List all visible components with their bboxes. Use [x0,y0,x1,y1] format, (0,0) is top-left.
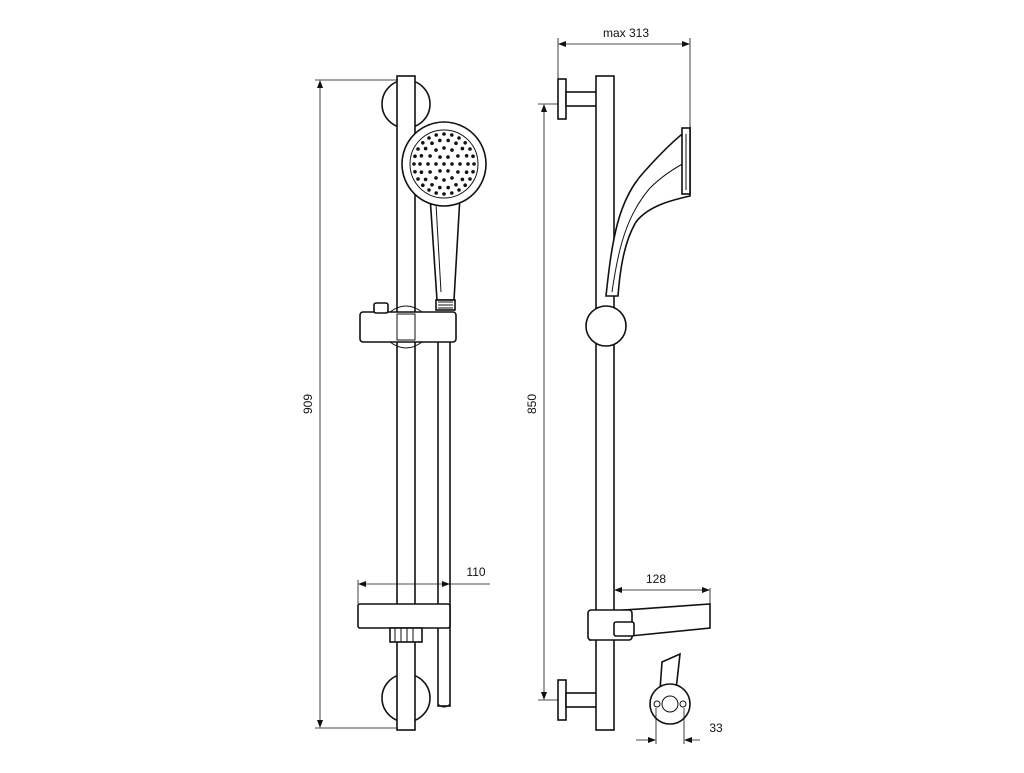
side-shelf [587,603,711,641]
hose [437,337,451,708]
nozzle-dot [413,170,417,174]
nozzle-dot [428,154,432,158]
shelf [357,603,451,643]
nozzle-dot [423,146,428,151]
side-view [557,75,711,731]
nozzle-dot [434,176,438,180]
nozzle-dot [450,148,454,152]
nozzle-dot [464,170,469,174]
dimension-110: 110 [357,565,490,604]
nozzle-dot [468,147,472,151]
side-slider-holder [585,305,627,347]
dimension-label-max-313: max 313 [603,26,649,40]
side-bottom-bracket [557,679,599,721]
nozzle-dot [434,191,439,195]
nozzle-dot [463,183,468,187]
nozzle-dot [450,176,454,180]
nozzle-dot [442,162,446,166]
front-view [357,75,487,731]
nozzle-dot [456,154,460,158]
nozzle-dot [454,141,458,145]
nozzle-dot [416,177,420,181]
nozzle-dot [446,155,450,159]
nozzle-dot [434,133,439,137]
nozzle-dot [421,183,425,187]
nozzle-dot [412,162,416,166]
dimension-128: 128 [613,572,711,604]
nozzle-dot [464,154,469,158]
nozzle-dot [471,170,475,174]
nozzle-dot [446,169,450,173]
nozzle-dot [460,177,465,182]
slider-button [373,302,389,314]
nozzle-dot [413,154,417,158]
nozzle-dot [427,188,431,192]
nozzle-dot [458,162,462,166]
nozzle-dot [438,155,442,159]
nozzle-dot [457,136,461,140]
nozzle-dot [428,170,432,174]
nozzle-dot [427,136,431,140]
dimension-909: 909 [301,79,398,729]
nozzle-dot [468,177,472,181]
nozzle-dot [466,162,470,166]
nozzle-dot [460,146,465,151]
nozzle-dot [438,169,442,173]
nozzle-dot [446,185,451,190]
nozzle-dot [419,154,424,158]
dimension-label-909: 909 [301,394,315,414]
nozzle-dot [426,162,430,166]
nozzle-dot [434,162,438,166]
nozzle-dot [438,185,442,190]
nozzle-dot [442,146,446,150]
dimensions: 909 850 max 313 110 [301,26,723,744]
side-hand-shower [605,126,691,297]
slider-holder [359,302,457,349]
dimension-label-128: 128 [646,572,666,586]
shower-nozzles [412,132,476,196]
nozzle-dot [446,138,451,143]
dimension-max-313: max 313 [557,26,691,130]
slide-rail [396,75,416,731]
nozzle-dot [430,141,434,145]
nozzle-dot [416,147,420,151]
dimension-label-33: 33 [709,721,723,735]
nozzle-dot [457,188,461,192]
nozzle-dot [472,162,476,166]
dimension-label-850: 850 [525,394,539,414]
nozzle-dot [471,154,475,158]
dimension-33: 33 [636,708,723,744]
nozzle-dot [450,191,454,195]
nozzle-dot [450,133,454,137]
nozzle-dot [438,138,442,143]
nozzle-dot [456,170,460,174]
nozzle-dot [418,162,422,166]
bracket-detail [649,652,691,725]
nozzle-dot [434,148,438,152]
shower-handle [429,195,461,301]
nozzle-dot [454,183,458,187]
side-slide-rail [595,75,615,731]
dimension-850: 850 [525,103,558,701]
nozzle-dot [442,132,446,136]
nozzle-dot [421,141,425,145]
nozzle-dot [430,183,434,187]
nozzle-dot [419,170,424,174]
nozzle-dot [442,192,446,196]
nozzle-dot [423,177,428,182]
side-top-bracket [557,78,599,120]
nozzle-dot [442,178,446,182]
dimension-label-110: 110 [466,565,485,579]
shelf-clamp [389,627,423,643]
hand-shower [401,121,487,311]
nozzle-dot [450,162,454,166]
nozzle-dot [463,141,468,145]
